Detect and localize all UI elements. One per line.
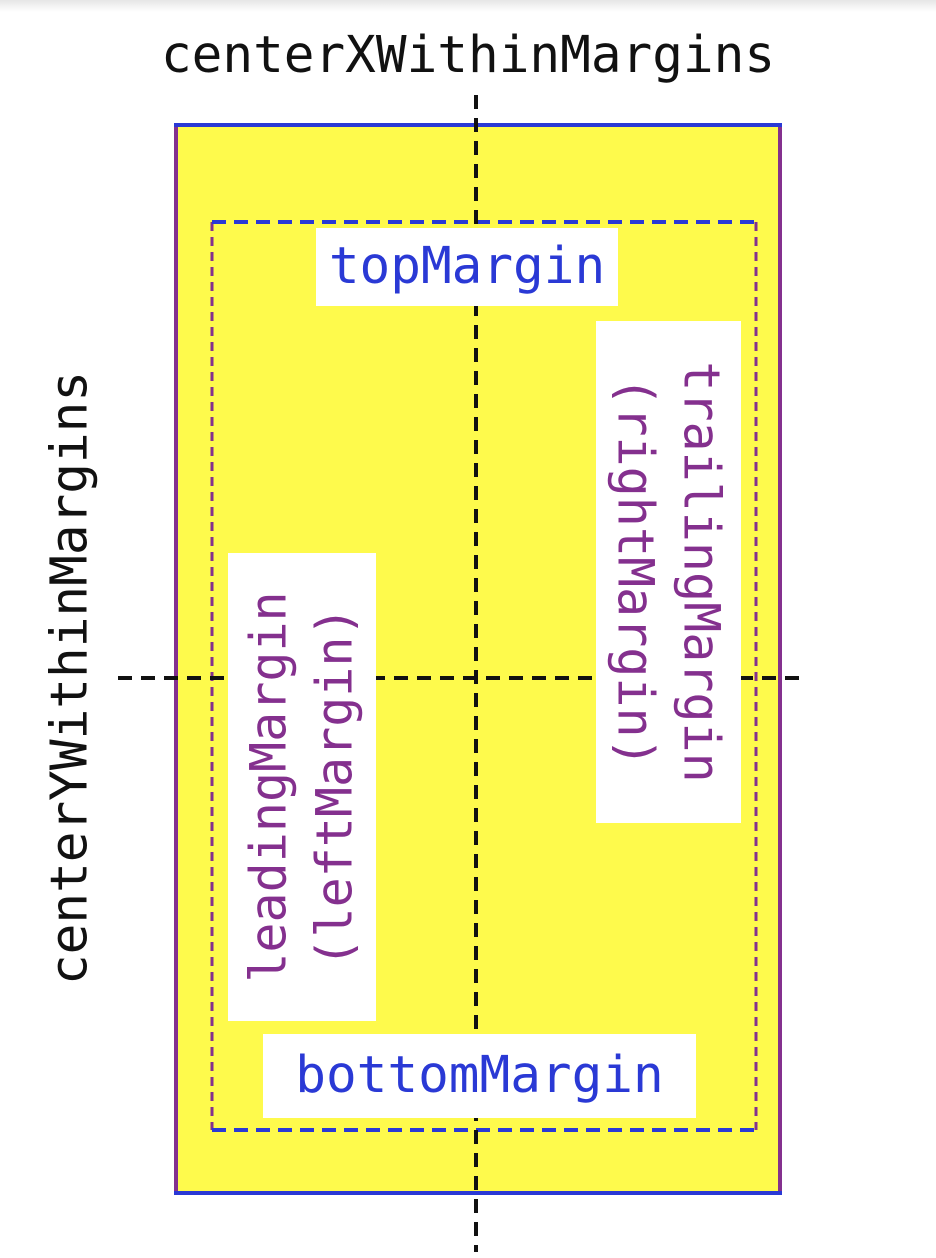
bottom-margin-label-box: bottomMargin (263, 1034, 696, 1118)
center-y-title: centerYWithinMargins (40, 370, 100, 986)
trailing-margin-label: trailingMargin (rightMargin) (603, 361, 735, 782)
bottom-margin-label: bottomMargin (295, 1045, 664, 1105)
trailing-margin-label-box: trailingMargin (rightMargin) (596, 321, 741, 823)
trailing-margin-line1: trailingMargin (672, 361, 731, 783)
top-shadow-bar (0, 0, 936, 12)
leading-margin-line1: leadingMargin (240, 591, 298, 983)
top-margin-label: topMargin (328, 236, 606, 296)
top-margin-label-box: topMargin (316, 228, 618, 306)
leading-margin-line2: (leftMargin) (306, 606, 364, 968)
leading-margin-label-box: leadingMargin (leftMargin) (228, 553, 376, 1021)
trailing-margin-line2: (rightMargin) (606, 376, 665, 768)
center-x-title: centerXWithinMargins (160, 26, 776, 85)
leading-margin-label: leadingMargin (leftMargin) (236, 591, 368, 982)
